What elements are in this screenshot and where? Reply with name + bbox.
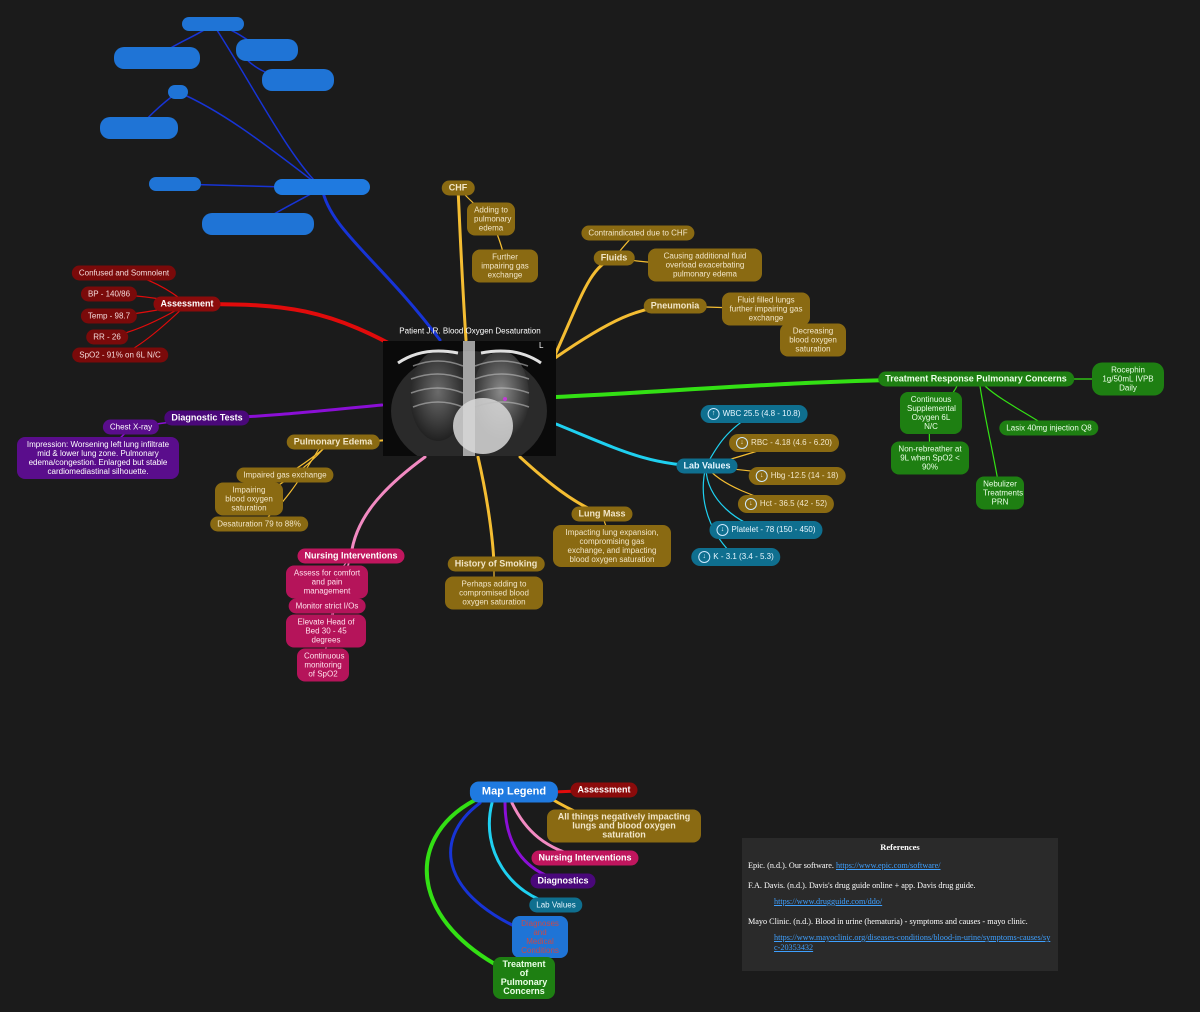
treatment-topic[interactable]: Treatment Response Pulmonary Concerns [878, 371, 1074, 387]
assessment-item[interactable]: Temp - 98.7 [80, 308, 138, 324]
assessment-item[interactable]: RR - 26 [86, 329, 128, 345]
condition-node-4[interactable] [262, 69, 334, 91]
smoking-topic[interactable]: History of Smoking [447, 556, 545, 572]
condition-node-6[interactable] [100, 117, 178, 139]
smoking-item[interactable]: Perhaps adding to compromised blood oxyg… [445, 576, 543, 610]
condition-node-1[interactable] [182, 17, 244, 31]
treatment-item[interactable]: Lasix 40mg injection Q8 [999, 420, 1099, 436]
reference-entry: F.A. Davis. (n.d.). Davis's drug guide o… [748, 881, 976, 906]
nursing-item[interactable]: Assess for comfort and pain management [286, 565, 368, 599]
chest-xray-image: L [383, 341, 556, 456]
condition-node-7[interactable] [149, 177, 201, 191]
xray-side-marker: L [539, 341, 544, 350]
lab-item-hbg[interactable]: ↓Hbg -12.5 (14 - 18) [748, 467, 846, 485]
chf-item[interactable]: Adding to pulmonary edema [467, 202, 515, 236]
assessment-topic[interactable]: Assessment [153, 296, 221, 312]
condition-node-3[interactable] [236, 39, 298, 61]
nursing-interventions-topic[interactable]: Nursing Interventions [297, 548, 405, 564]
lab-item-potassium[interactable]: ↓K - 3.1 (3.4 - 5.3) [691, 548, 781, 566]
lab-item-rbc[interactable]: ↓RBC - 4.18 (4.6 - 6.20) [729, 434, 839, 452]
assessment-item[interactable]: Confused and Somnolent [71, 265, 177, 281]
reference-link[interactable]: https://www.mayoclinic.org/diseases-cond… [774, 933, 1051, 952]
reference-entry: Mayo Clinic. (n.d.). Blood in urine (hem… [748, 917, 1051, 952]
nursing-item[interactable]: Monitor strict I/Os [288, 598, 366, 614]
legend-diagnostics[interactable]: Diagnostics [530, 873, 596, 889]
fluids-topic[interactable]: Fluids [593, 250, 635, 266]
xray-impression[interactable]: Impression: Worsening left lung infiltra… [17, 437, 179, 479]
arrow-down-icon: ↓ [698, 551, 711, 563]
chest-xray-test[interactable]: Chest X-ray [102, 419, 160, 435]
underlying-conditions-topic[interactable] [274, 179, 370, 195]
assessment-item[interactable]: SpO2 - 91% on 6L N/C [72, 347, 168, 363]
diagnostic-tests-topic[interactable]: Diagnostic Tests [164, 410, 250, 426]
pulmonary-edema-item[interactable]: Desaturation 79 to 88% [210, 516, 308, 532]
nursing-item[interactable]: Elevate Head of Bed 30 - 45 degrees [286, 614, 366, 648]
pneumonia-item[interactable]: Decreasing blood oxygen saturation [780, 323, 846, 357]
references-title: References [880, 842, 920, 852]
chf-item[interactable]: Further impairing gas exchange [472, 249, 538, 283]
lab-item-hct[interactable]: ↓Hct - 36.5 (42 - 52) [737, 495, 835, 513]
treatment-item[interactable]: Continuous Supplemental Oxygen 6L N/C [900, 392, 962, 434]
legend-lab-values[interactable]: Lab Values [529, 897, 583, 913]
reference-link[interactable]: https://www.epic.com/software/ [836, 861, 941, 870]
map-legend-title[interactable]: Map Legend [469, 781, 559, 803]
condition-node-8[interactable] [202, 213, 314, 235]
lab-item-platelet[interactable]: ↓Platelet - 78 (150 - 450) [709, 521, 823, 539]
legend-treatment[interactable]: Treatment of Pulmonary Concerns [493, 957, 555, 999]
assessment-item[interactable]: BP - 140/86 [80, 286, 138, 302]
arrow-down-icon: ↓ [736, 437, 749, 449]
lung-mass-topic[interactable]: Lung Mass [571, 506, 633, 522]
references-panel: References Epic. (n.d.). Our software. h… [742, 838, 1058, 971]
fluids-item[interactable]: Contraindicated due to CHF [581, 225, 695, 241]
reference-entry: Epic. (n.d.). Our software. https://www.… [748, 861, 941, 870]
pulmonary-edema-item[interactable]: Impaired gas exchange [236, 467, 334, 483]
central-topic-title: Patient J.R. Blood Oxygen Desaturation [399, 326, 541, 336]
condition-node-2[interactable] [114, 47, 200, 69]
legend-diagnoses-conditions[interactable]: Diagnoses and Medical Conditions [512, 916, 568, 958]
lab-values-topic[interactable]: Lab Values [676, 458, 738, 474]
legend-assessment[interactable]: Assessment [570, 782, 638, 798]
arrow-down-icon: ↓ [755, 470, 768, 482]
fluids-item[interactable]: Causing additional fluid overload exacer… [648, 248, 762, 282]
pulmonary-edema-topic[interactable]: Pulmonary Edema [286, 434, 380, 450]
pneumonia-topic[interactable]: Pneumonia [643, 298, 707, 314]
legend-negative-impacts[interactable]: All things negatively impacting lungs an… [547, 809, 701, 843]
arrow-up-icon: ↑ [707, 408, 720, 420]
chf-topic[interactable]: CHF [441, 180, 475, 196]
arrow-down-icon: ↓ [716, 524, 729, 536]
condition-node-5[interactable] [168, 85, 188, 99]
reference-link[interactable]: https://www.drugguide.com/ddo/ [774, 897, 883, 906]
pneumonia-item[interactable]: Fluid filled lungs further impairing gas… [722, 292, 810, 326]
lung-mass-item[interactable]: Impacting lung expansion, compromising g… [553, 525, 671, 567]
treatment-item[interactable]: Nebulizer Treatments PRN [976, 476, 1024, 510]
treatment-item[interactable]: Rocephin 1g/50mL IVPB Daily [1092, 362, 1164, 396]
lab-item-wbc[interactable]: ↑WBC 25.5 (4.8 - 10.8) [700, 405, 808, 423]
treatment-item[interactable]: Non-rebreather at 9L when SpO2 < 90% [891, 441, 969, 475]
legend-nursing-interventions[interactable]: Nursing Interventions [531, 850, 639, 866]
arrow-down-icon: ↓ [744, 498, 757, 510]
pulmonary-edema-item[interactable]: Impairing blood oxygen saturation [215, 482, 283, 516]
nursing-item[interactable]: Continuous monitoring of SpO2 [297, 648, 349, 682]
